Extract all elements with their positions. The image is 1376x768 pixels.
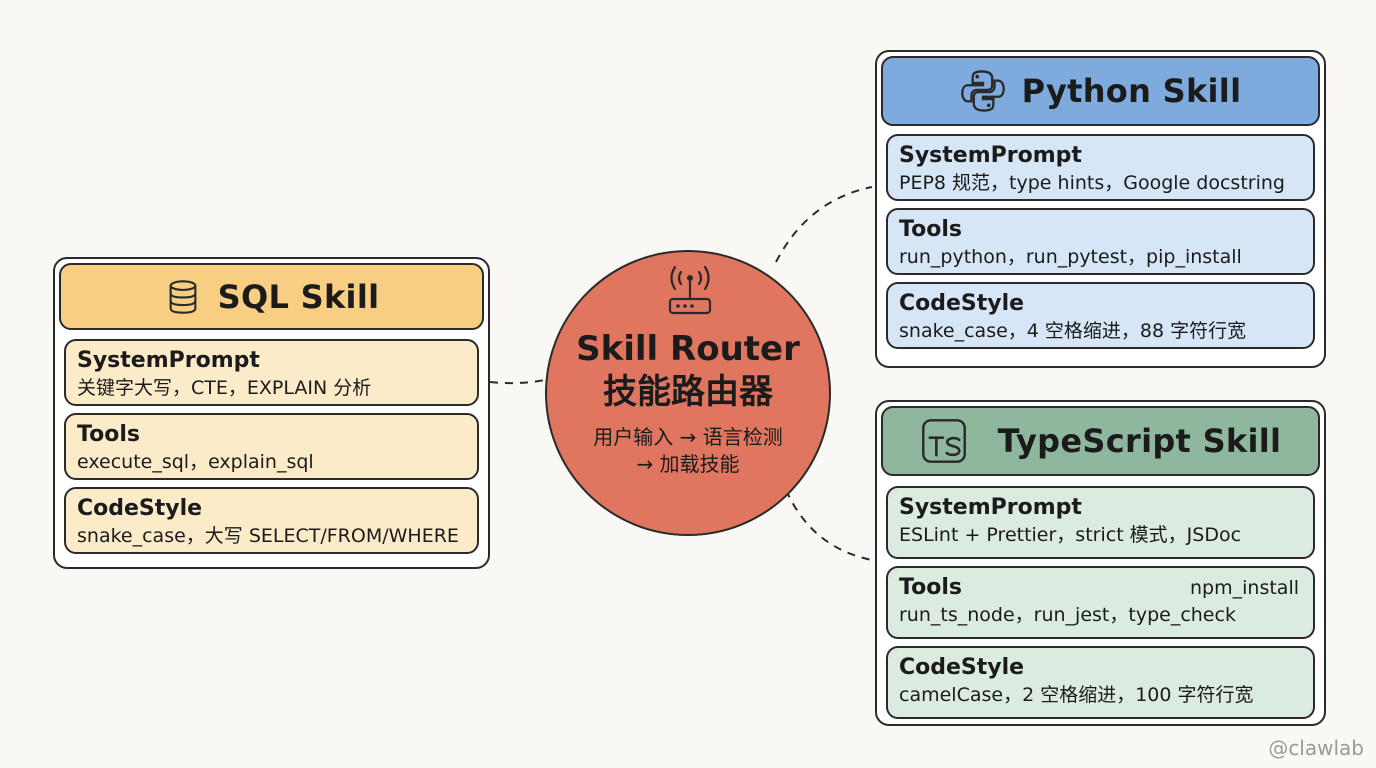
section-label: Tools	[77, 422, 140, 447]
section-text: 关键字大写，CTE，EXPLAIN 分析	[77, 377, 372, 399]
router-title: Skill Router	[576, 329, 800, 369]
typescript-section-tools: Tools npm_install run_ts_node，run_jest，t…	[886, 566, 1315, 639]
section-label: Tools	[899, 575, 962, 600]
section-aside-text: npm_install	[1190, 577, 1299, 599]
section-text: camelCase，2 空格缩进，100 字符行宽	[899, 684, 1254, 706]
sql-skill-header: SQL Skill	[59, 263, 484, 330]
typescript-skill-card: TypeScript Skill SystemPrompt ESLint + P…	[875, 400, 1326, 726]
section-text: PEP8 规范，type hints，Google docstring	[899, 172, 1285, 194]
section-label: Tools	[899, 217, 962, 242]
python-skill-title: Python Skill	[1021, 72, 1242, 110]
database-icon	[169, 279, 197, 314]
section-label: CodeStyle	[77, 496, 203, 521]
typescript-section-codestyle: CodeStyle camelCase，2 空格缩进，100 字符行宽	[886, 646, 1315, 719]
python-section-systemprompt: SystemPrompt PEP8 规范，type hints，Google d…	[886, 134, 1315, 201]
section-text: run_python，run_pytest，pip_install	[899, 246, 1242, 268]
sql-section-codestyle: CodeStyle snake_case，大写 SELECT/FROM/WHER…	[64, 487, 479, 554]
sql-section-systemprompt: SystemPrompt 关键字大写，CTE，EXPLAIN 分析	[64, 339, 479, 406]
typescript-skill-header: TypeScript Skill	[881, 406, 1320, 476]
section-text: snake_case，4 空格缩进，88 字符行宽	[899, 320, 1247, 342]
section-text: snake_case，大写 SELECT/FROM/WHERE	[77, 525, 459, 547]
connector-router-typescript	[785, 489, 873, 561]
section-label: SystemPrompt	[77, 348, 260, 373]
sql-section-tools: Tools execute_sql，explain_sql	[64, 413, 479, 480]
python-section-tools: Tools run_python，run_pytest，pip_install	[886, 208, 1315, 275]
router-icon	[668, 265, 712, 315]
section-label: SystemPrompt	[899, 143, 1082, 168]
connector-router-sql	[489, 379, 546, 385]
section-text: ESLint + Prettier，strict 模式，JSDoc	[899, 524, 1242, 546]
section-label: CodeStyle	[899, 291, 1025, 316]
router-flow-line-2: → 加载技能	[636, 452, 740, 476]
typescript-skill-title: TypeScript Skill	[997, 422, 1282, 460]
python-section-codestyle: CodeStyle snake_case，4 空格缩进，88 字符行宽	[886, 282, 1315, 349]
connector-router-python	[775, 186, 873, 263]
python-skill-header: Python Skill	[881, 56, 1320, 126]
router-flow-line-1: 用户输入 → 语言检测	[593, 425, 783, 449]
watermark: @clawlab	[1268, 736, 1364, 760]
section-text: execute_sql，explain_sql	[77, 451, 314, 473]
section-label: CodeStyle	[899, 655, 1025, 680]
typescript-section-systemprompt: SystemPrompt ESLint + Prettier，strict 模式…	[886, 486, 1315, 559]
section-text: run_ts_node，run_jest，type_check	[899, 604, 1236, 626]
sql-skill-card: SQL Skill SystemPrompt 关键字大写，CTE，EXPLAIN…	[53, 257, 490, 569]
typescript-icon	[921, 419, 966, 463]
sql-skill-title: SQL Skill	[217, 277, 380, 316]
python-icon	[960, 70, 1005, 112]
python-skill-card: Python Skill SystemPrompt PEP8 规范，type h…	[875, 50, 1326, 368]
section-label: SystemPrompt	[899, 495, 1082, 520]
skill-router-node: Skill Router 技能路由器 用户输入 → 语言检测 → 加载技能	[545, 250, 831, 536]
router-subtitle: 技能路由器	[603, 372, 773, 412]
